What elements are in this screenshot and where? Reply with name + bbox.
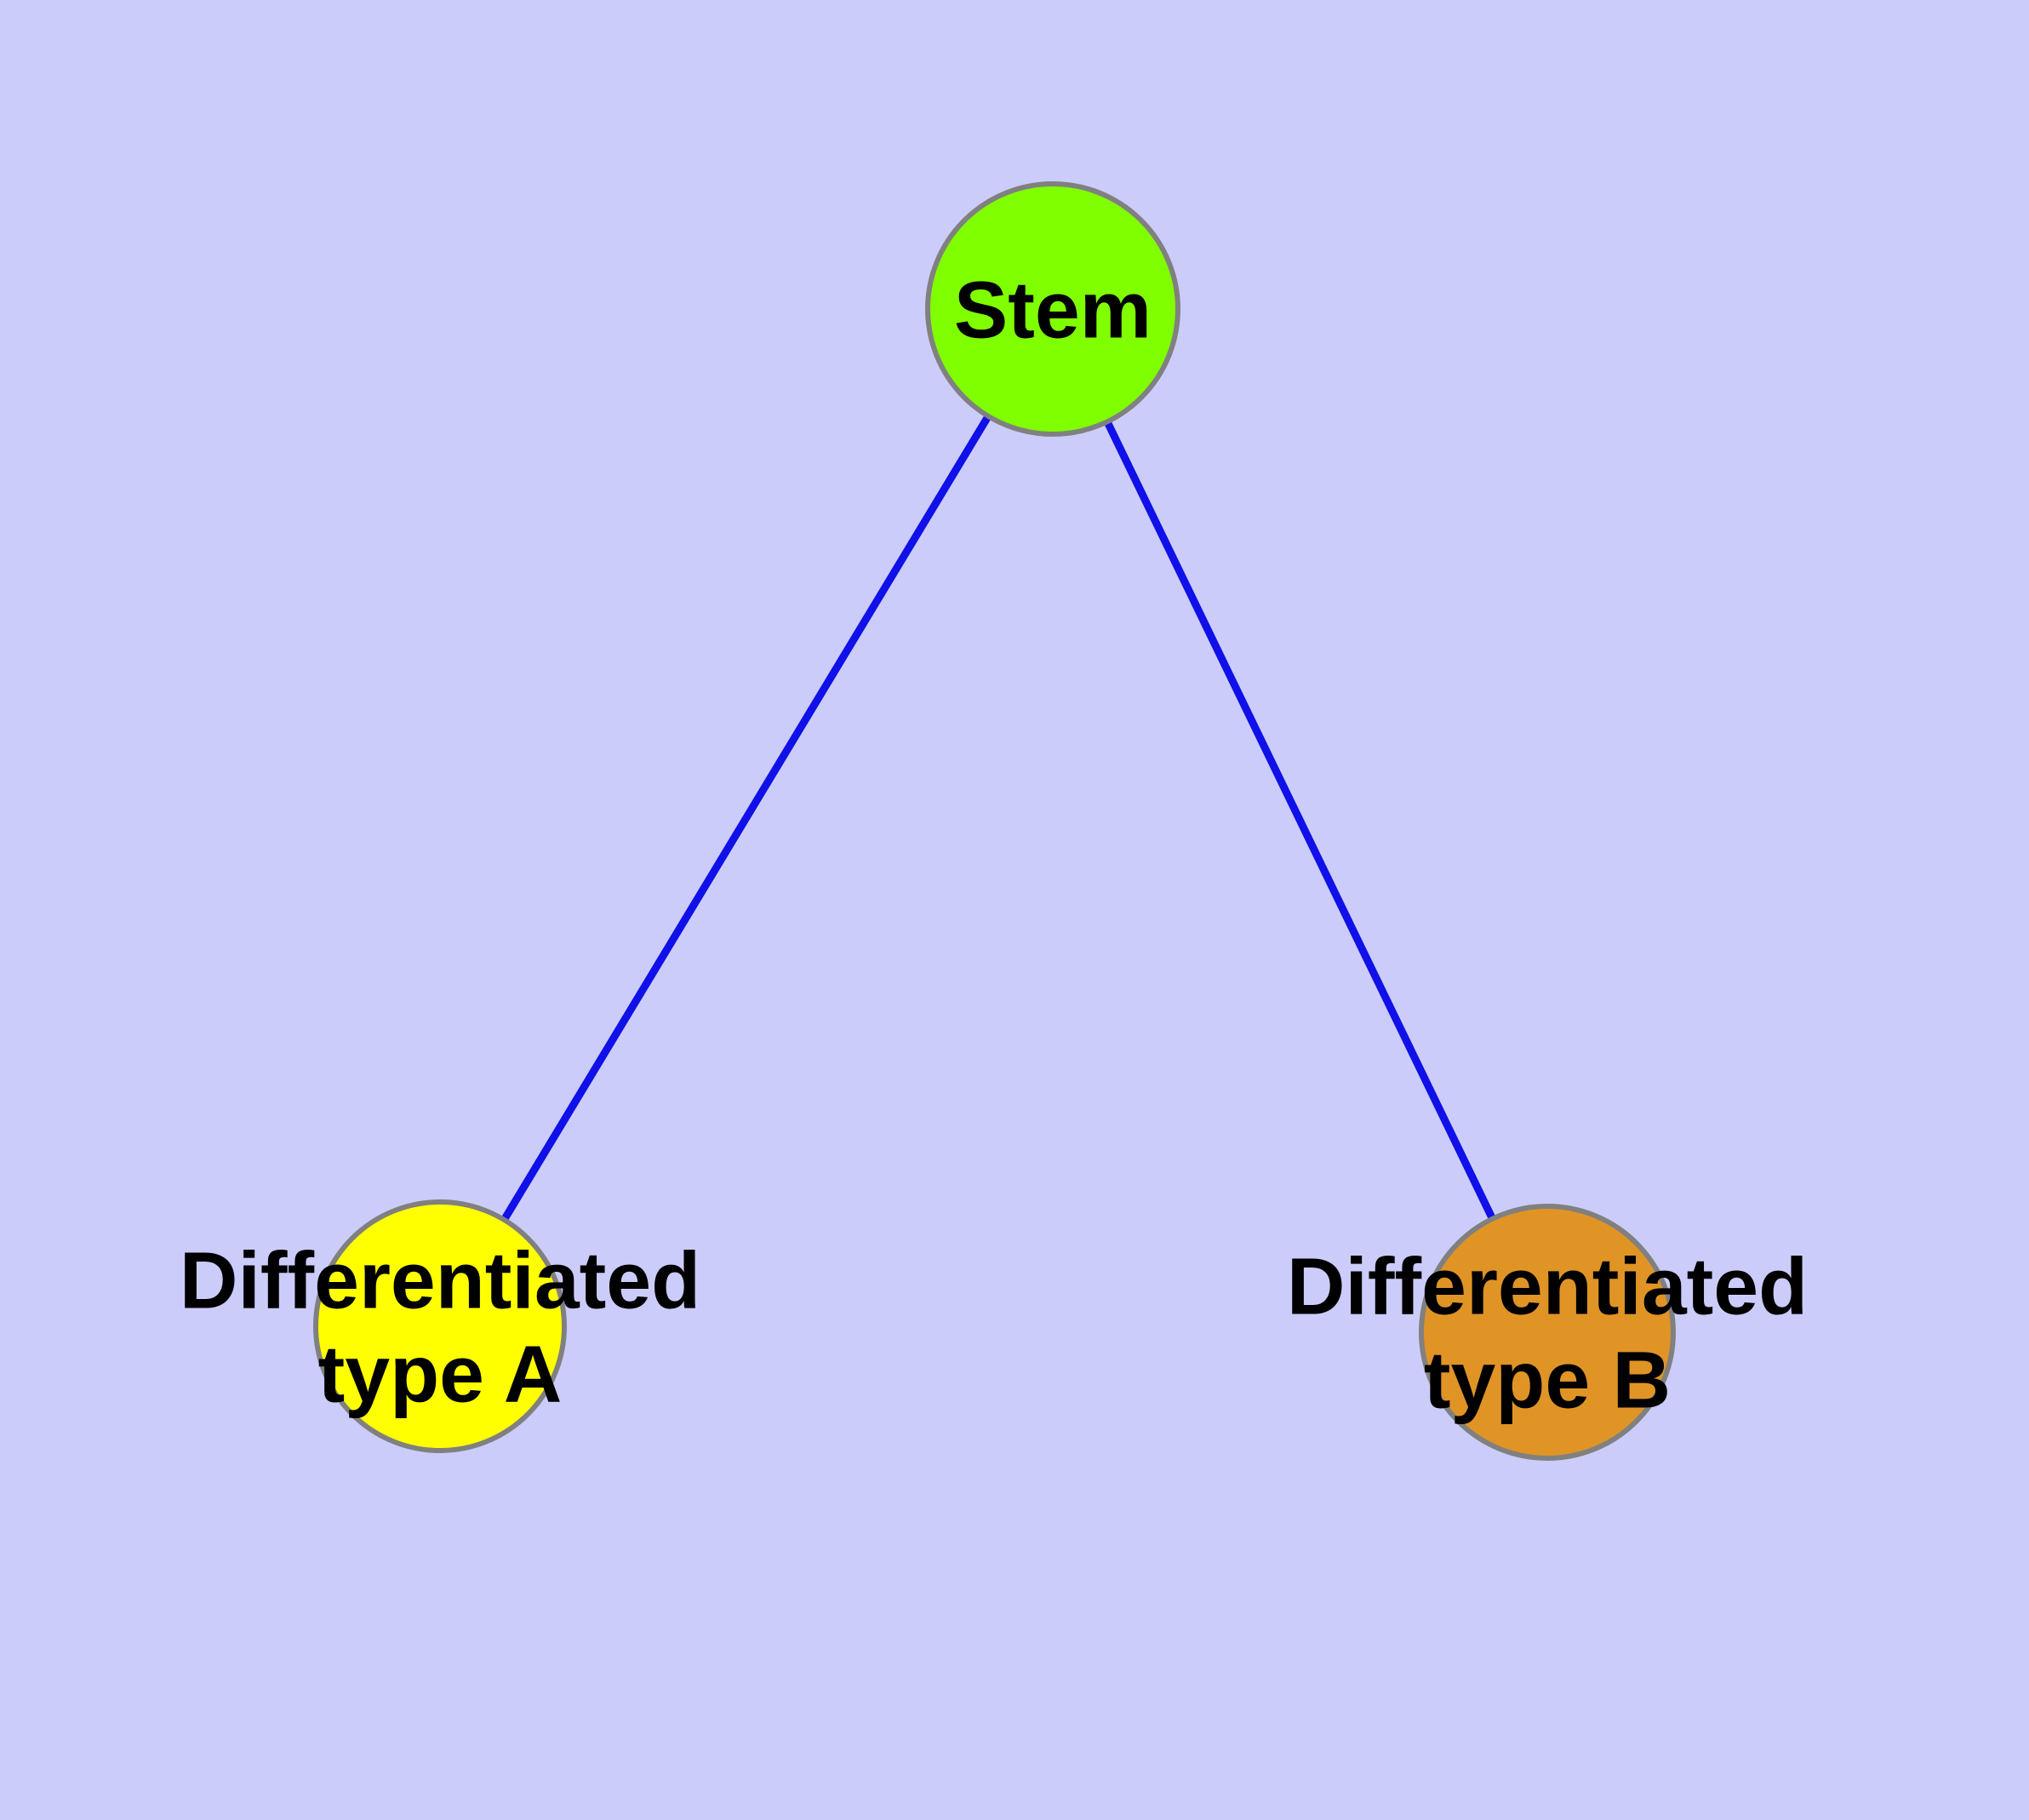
node-diff_b[interactable] (1419, 1204, 1676, 1461)
edges-layer (498, 409, 1499, 1227)
label-line: Stem (954, 265, 1152, 355)
label-line: type A (318, 1329, 563, 1419)
node-stem[interactable] (925, 181, 1180, 437)
nodes-layer (313, 181, 1676, 1461)
label-line: type B (1424, 1335, 1671, 1425)
node-diff_a[interactable] (313, 1199, 567, 1453)
node-label-stem: Stem (954, 265, 1152, 355)
edge-stem-diff-b[interactable] (1101, 415, 1499, 1226)
label-line: Differentiated (1287, 1241, 1808, 1331)
label-line: Differentiated (180, 1235, 700, 1325)
edge-stem-diff-a[interactable] (498, 409, 995, 1227)
